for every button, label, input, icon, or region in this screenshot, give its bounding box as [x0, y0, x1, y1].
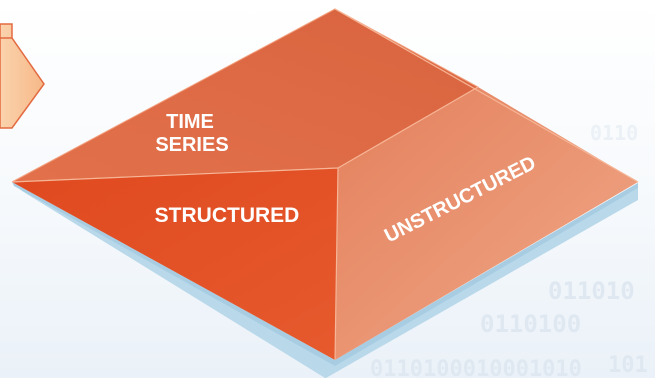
- time-series-label-line2: SERIES: [155, 134, 228, 156]
- arrow-icon: [0, 23, 45, 129]
- binary-text-1: 011010: [548, 277, 635, 305]
- binary-text-5: 0110: [590, 121, 638, 145]
- binary-text-2: 0110100: [480, 310, 581, 338]
- pyramid-ridges: [11, 8, 639, 361]
- structured-face: [12, 168, 338, 360]
- binary-text-4: 101: [608, 353, 648, 378]
- binary-text-3: 0110100010001010: [370, 357, 582, 378]
- time-series-label-line1: TIME: [166, 111, 214, 133]
- structured-label: STRUCTURED: [155, 204, 300, 227]
- unstructured-face: [335, 87, 638, 360]
